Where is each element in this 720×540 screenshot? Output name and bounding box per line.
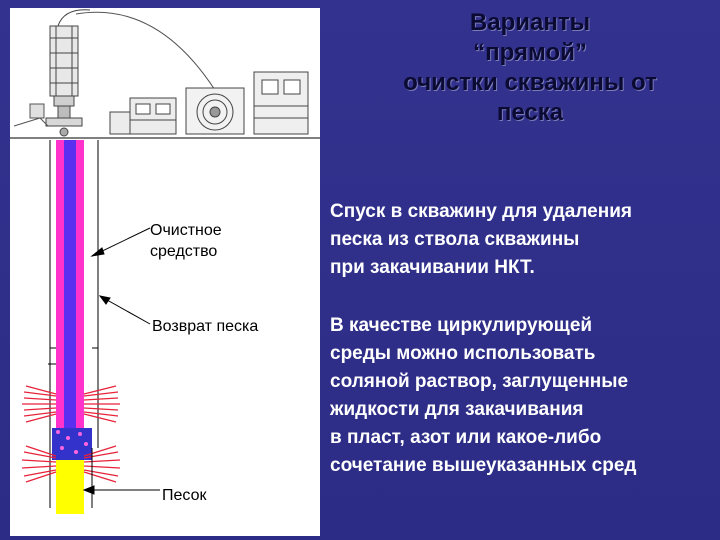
paragraph-second-line-1: В качестве циркулирующей <box>330 315 593 336</box>
sand-return-arrowhead <box>98 295 111 305</box>
paragraph-second-line-4: жидкости для закачивания <box>330 399 584 420</box>
title-line-1: Варианты <box>469 9 591 36</box>
wellbore-diagram <box>10 9 320 514</box>
label-sand-return: Возврат песка <box>152 318 259 335</box>
title-line-4: песка <box>496 99 564 126</box>
paragraph-first: Спуск в скважину для удаления песка из с… <box>330 198 718 282</box>
wellbore-diagram-panel: Очистное средство Возврат песка Песок <box>10 8 320 536</box>
sand-arrowhead <box>82 485 95 495</box>
mixing-zone-dots <box>56 430 88 454</box>
perforations-lower-right <box>83 445 121 483</box>
tubing-injection <box>64 140 76 440</box>
paragraph-second: В качестве циркулирующей среды можно исп… <box>330 312 718 480</box>
paragraph-second-line-6: сочетание вышеуказанных сред <box>330 455 637 476</box>
slide-title: Варианты “прямой” очистки скважины от пе… <box>360 8 700 128</box>
label-sand: Песок <box>162 487 207 504</box>
tubing-reel-icon <box>185 87 245 135</box>
perforations-lower-left <box>21 445 57 483</box>
tubing-arc <box>75 11 221 99</box>
title-line-3: очистки скважины от <box>403 69 657 96</box>
paragraph-second-line-5: в пласт, азот или какое-либо <box>330 427 602 448</box>
label-cleaning-agent: Очистное средство <box>150 220 222 262</box>
sand-plug <box>56 460 84 514</box>
title-line-2: “прямой” <box>473 39 587 66</box>
paragraph-first-line-1: Спуск в скважину для удаления <box>330 201 632 222</box>
perforations-upper-right <box>83 385 120 423</box>
coiled-tubing-injector-icon <box>45 9 91 137</box>
paragraph-second-line-2: среды можно использовать <box>330 343 596 364</box>
perforations-upper-left <box>22 385 57 423</box>
pump-unit-icon <box>253 71 309 135</box>
label-cleaning-agent-line-1: Очистное <box>150 222 222 239</box>
cleaning-agent-arrowhead <box>90 247 105 257</box>
packer-marks <box>48 347 98 365</box>
paragraph-first-line-3: при закачивании НКТ. <box>330 257 535 278</box>
control-cabin-icon <box>109 97 177 135</box>
paragraph-second-line-3: соляной раствор, заглущенные <box>330 371 629 392</box>
wellhead-left-equipment-icon <box>13 103 49 127</box>
paragraph-first-line-2: песка из ствола скважины <box>330 229 580 250</box>
label-cleaning-agent-line-2: средство <box>150 243 218 260</box>
